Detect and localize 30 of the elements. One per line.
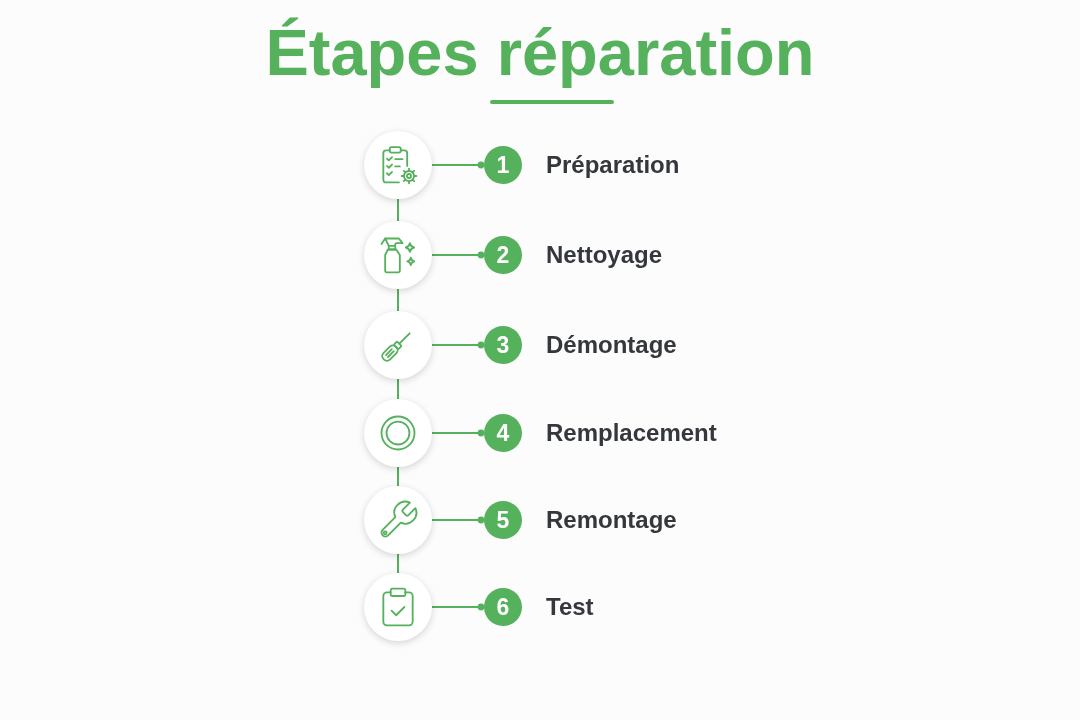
step-number: 1	[484, 146, 522, 184]
step-label: Remontage	[546, 505, 677, 535]
step-label: Préparation	[546, 150, 680, 180]
step-number: 4	[484, 414, 522, 452]
connector-line	[431, 429, 485, 437]
title: Étapes réparation	[265, 15, 815, 91]
connector-line	[431, 251, 485, 259]
icon-circle	[364, 573, 432, 641]
step-label: Remplacement	[546, 418, 717, 448]
timeline-line	[397, 378, 399, 400]
connector-line	[431, 341, 485, 349]
icon-circle	[364, 486, 432, 554]
timeline-line	[397, 466, 399, 487]
timeline-line	[397, 288, 399, 312]
step-number: 2	[484, 236, 522, 274]
step-number: 3	[484, 326, 522, 364]
icon-circle	[364, 311, 432, 379]
step-label: Nettoyage	[546, 240, 663, 270]
icon-circle	[364, 221, 432, 289]
connector-line	[431, 161, 485, 169]
step-number: 6	[484, 588, 522, 626]
timeline-line	[397, 553, 399, 574]
step-label: Test	[546, 592, 594, 622]
step-label: Démontage	[546, 330, 677, 360]
icon-circle	[364, 131, 432, 199]
connector-line	[431, 603, 485, 611]
icon-circle	[364, 399, 432, 467]
connector-line	[431, 516, 485, 524]
timeline-line	[397, 198, 399, 222]
step-number: 5	[484, 501, 522, 539]
